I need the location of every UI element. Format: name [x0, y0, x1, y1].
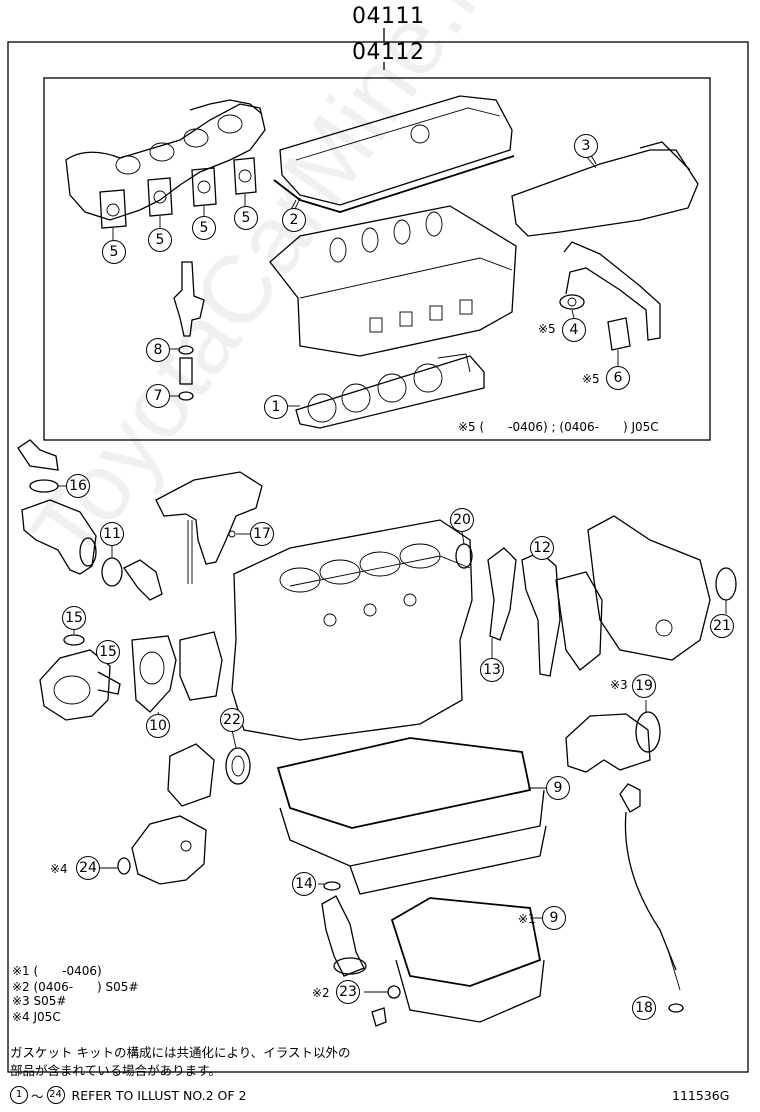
callout-24[interactable]: 24 [76, 856, 100, 880]
timing-gaskets-drawing [487, 545, 603, 677]
injector-drawing [168, 261, 205, 401]
callout-15a[interactable]: 15 [62, 606, 86, 630]
callout-21[interactable]: 21 [710, 614, 734, 638]
callout-10[interactable]: 10 [146, 714, 170, 738]
oil-seal-22-drawing [167, 729, 251, 807]
intake-manifold-drawing [511, 141, 699, 237]
callout-15b[interactable]: 15 [96, 640, 120, 664]
callout-5c[interactable]: 5 [192, 216, 216, 240]
oil-pan-drawing [276, 737, 547, 895]
callout-16[interactable]: 16 [66, 474, 90, 498]
callout-4[interactable]: 4 [562, 318, 586, 342]
marker-1-part-9: ※1 [518, 912, 536, 926]
plug-23-drawing [364, 985, 401, 1027]
marker-2-part-23: ※2 [312, 986, 330, 1000]
part-number-04111: 04111 [352, 4, 425, 29]
water-outlet-drawing [155, 471, 263, 584]
callout-7[interactable]: 7 [146, 384, 170, 408]
water-pump-drawing [39, 626, 223, 721]
refer-tilde: 〜 [31, 1088, 44, 1104]
legend-line-1: ※1 ( -0406) [12, 964, 102, 978]
head-gasket-drawing [285, 353, 485, 429]
callout-6[interactable]: 6 [606, 366, 630, 390]
callout-18[interactable]: 18 [632, 996, 656, 1020]
upper-box-footnote: ※5 ( -0406) ; (0406- ) J05C [458, 420, 659, 434]
legend-line-3: ※3 S05# [12, 994, 67, 1008]
marker-4-part-24: ※4 [50, 862, 68, 876]
callout-11[interactable]: 11 [100, 522, 124, 546]
japanese-note-line-1: ガスケット キットの構成には共通化により、イラスト以外の [10, 1045, 351, 1060]
marker-3-part-19: ※3 [610, 678, 628, 692]
oil-strainer-drawing [318, 881, 367, 977]
timing-cover-drawing [587, 515, 737, 661]
japanese-note-line-2: 部品が含まれている場合があります。 [10, 1063, 221, 1078]
water-inlet-drawing [17, 439, 97, 575]
exhaust-gaskets-drawing [99, 157, 257, 240]
callout-2[interactable]: 2 [282, 208, 306, 232]
egr-pipe-drawing [559, 241, 661, 366]
cylinder-block-drawing [231, 519, 473, 741]
turbo-drawing [565, 700, 661, 773]
marker-5-part-4: ※5 [538, 322, 556, 336]
callout-17[interactable]: 17 [250, 522, 274, 546]
legend-line-4: ※4 J05C [12, 1010, 61, 1024]
callout-23[interactable]: 23 [336, 980, 360, 1004]
refer-end-callout: 24 [46, 1086, 65, 1104]
exhaust-manifold-drawing [65, 99, 266, 221]
callout-5b[interactable]: 5 [148, 228, 172, 252]
upper-box-frame [43, 77, 711, 441]
callout-22[interactable]: 22 [220, 708, 244, 732]
ring-11-drawing [101, 546, 163, 601]
part-number-04112: 04112 [352, 40, 425, 65]
ring-20-drawing [455, 531, 473, 569]
callout-5a[interactable]: 5 [102, 240, 126, 264]
refer-start-callout: 1 [10, 1086, 28, 1104]
callout-13[interactable]: 13 [480, 658, 504, 682]
callout-9a[interactable]: 9 [546, 776, 570, 800]
cylinder-head-drawing [269, 205, 517, 357]
callout-19[interactable]: 19 [632, 674, 656, 698]
illustration-code: 111536G [672, 1088, 730, 1103]
callout-20[interactable]: 20 [450, 508, 474, 532]
head-cover-drawing [273, 95, 515, 213]
callout-14[interactable]: 14 [292, 872, 316, 896]
marker-5-part-6: ※5 [582, 372, 600, 386]
dipstick-drawing [619, 783, 684, 1013]
callout-8[interactable]: 8 [146, 338, 170, 362]
callout-1[interactable]: 1 [264, 395, 288, 419]
oil-pump-drawing [100, 815, 207, 885]
refer-line: 1 〜 24 REFER TO ILLUST NO.2 OF 2 [10, 1084, 247, 1106]
callout-3[interactable]: 3 [574, 134, 598, 158]
refer-text: REFER TO ILLUST NO.2 OF 2 [71, 1087, 247, 1103]
callout-12[interactable]: 12 [530, 536, 554, 560]
legend-line-2: ※2 (0406- ) S05# [12, 980, 139, 994]
callout-5d[interactable]: 5 [234, 206, 258, 230]
outer-frame [7, 41, 749, 1073]
callout-9b[interactable]: 9 [542, 906, 566, 930]
